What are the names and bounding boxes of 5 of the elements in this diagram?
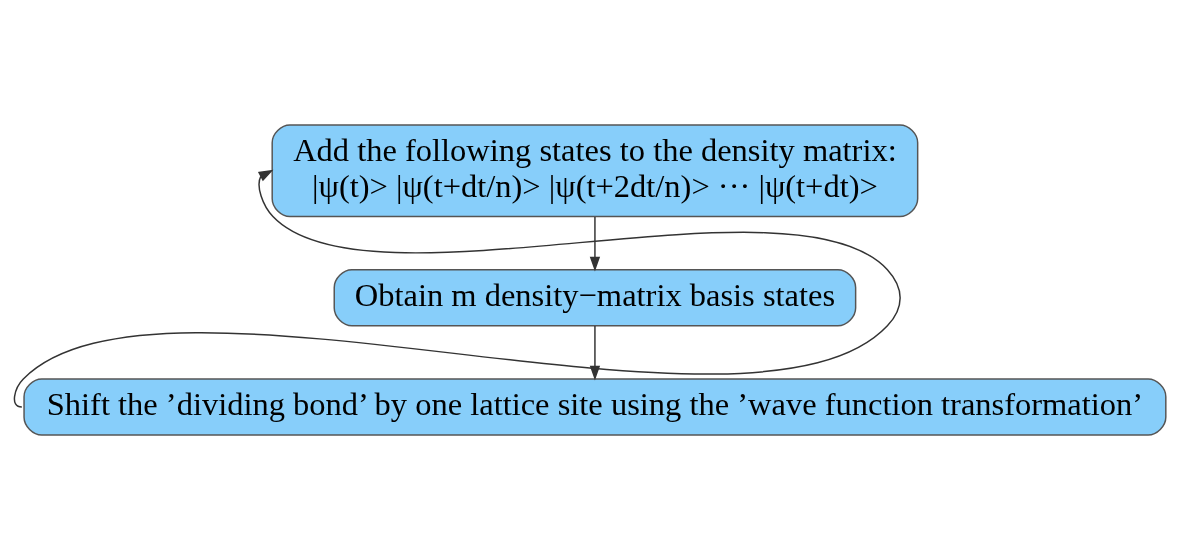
node-box: Add the following states to the density matrix: |ψ(t)> |ψ(t+dt/n)> |ψ(t+2dt/n)> ··· |ψ(t+dt)>	[271, 124, 919, 218]
node-box: Obtain m density−matrix basis states	[333, 268, 857, 327]
arrow	[13, 169, 901, 408]
node-box: Shift the ’dividing bond’ by one lattice site using the ’wave function transformation’	[23, 378, 1167, 436]
arrow	[589, 216, 601, 272]
